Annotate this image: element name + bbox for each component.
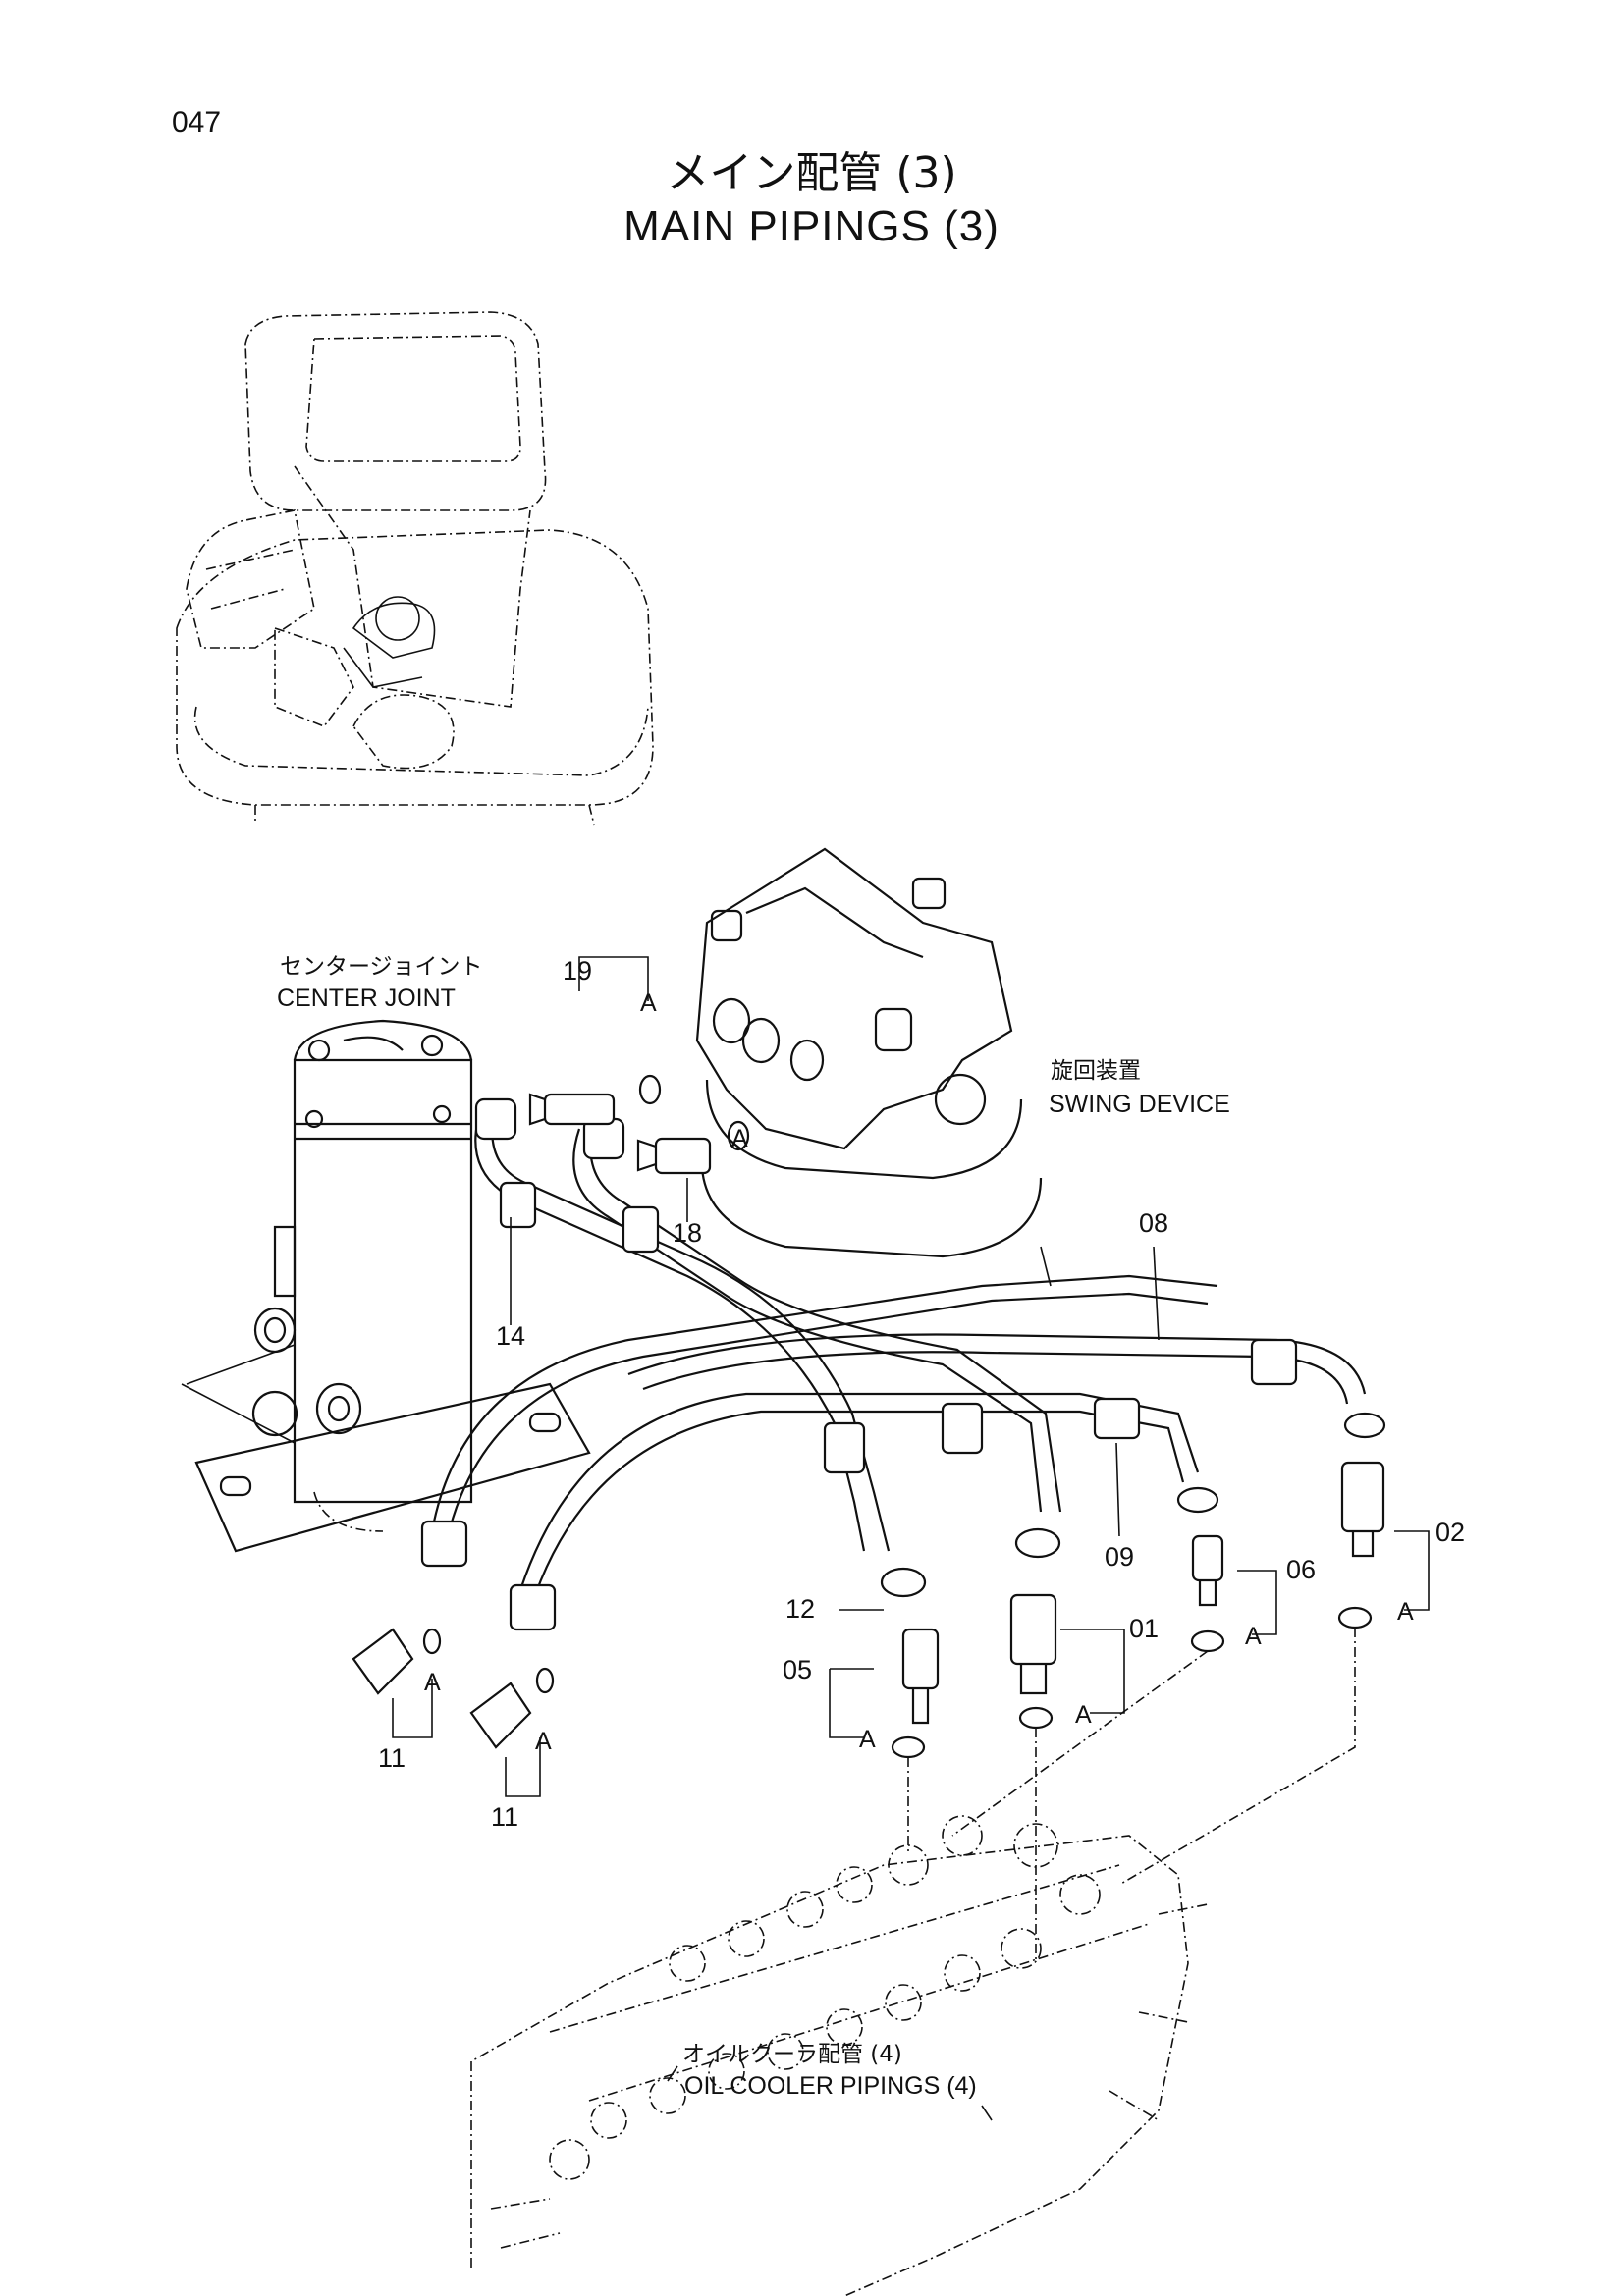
center-joint-illustration bbox=[181, 1019, 591, 1553]
callout-08: 08 bbox=[1139, 1208, 1168, 1238]
leader-lines bbox=[392, 956, 1430, 2121]
callout-19: 19 bbox=[563, 956, 592, 986]
ref-mark-a-18: A bbox=[731, 1125, 748, 1152]
ref-mark-a-06: A bbox=[1245, 1623, 1262, 1650]
callout-06: 06 bbox=[1286, 1555, 1316, 1584]
callout-11-left: 11 bbox=[378, 1743, 406, 1773]
swing-device-label-en: SWING DEVICE bbox=[1049, 1091, 1230, 1118]
ref-mark-a-01: A bbox=[1075, 1701, 1092, 1729]
hose-assemblies bbox=[420, 1097, 1386, 1631]
page-title-en: MAIN PIPINGS (3) bbox=[623, 202, 1000, 250]
page-number: 047 bbox=[172, 106, 222, 138]
ref-mark-a-11-left: A bbox=[424, 1669, 441, 1696]
callout-09: 09 bbox=[1105, 1542, 1134, 1572]
oil-cooler-label-en: OIL COOLER PIPINGS (4) bbox=[684, 2072, 977, 2100]
ref-mark-a-02: A bbox=[1397, 1598, 1414, 1626]
callout-14: 14 bbox=[496, 1321, 525, 1351]
fittings bbox=[352, 1074, 1385, 1759]
ref-mark-a-05: A bbox=[859, 1726, 876, 1753]
oil-cooler-label-jp: オイルクーラ配管 (4) bbox=[682, 2042, 902, 2067]
callout-labels: センタージョイント CENTER JOINT 旋回装置 SWING DEVICE… bbox=[277, 954, 1465, 2100]
ref-mark-a-11-right: A bbox=[535, 1728, 552, 1755]
callout-11-right: 11 bbox=[491, 1802, 518, 1832]
center-joint-label-en: CENTER JOINT bbox=[277, 985, 456, 1012]
callout-01: 01 bbox=[1129, 1614, 1159, 1643]
callout-02: 02 bbox=[1435, 1518, 1465, 1547]
ref-mark-a-19: A bbox=[640, 989, 657, 1017]
swing-device-label-jp: 旋回装置 bbox=[1051, 1058, 1141, 1084]
swing-device-illustration bbox=[695, 847, 1052, 1287]
machine-overview-illustration bbox=[176, 311, 654, 826]
page-title-jp: メイン配管 (3) bbox=[666, 148, 957, 198]
control-valve-illustration bbox=[470, 1815, 1209, 2296]
callout-12: 12 bbox=[785, 1594, 815, 1624]
callout-05: 05 bbox=[783, 1655, 812, 1684]
callout-18: 18 bbox=[673, 1218, 702, 1248]
center-joint-label-jp: センタージョイント bbox=[280, 954, 483, 980]
